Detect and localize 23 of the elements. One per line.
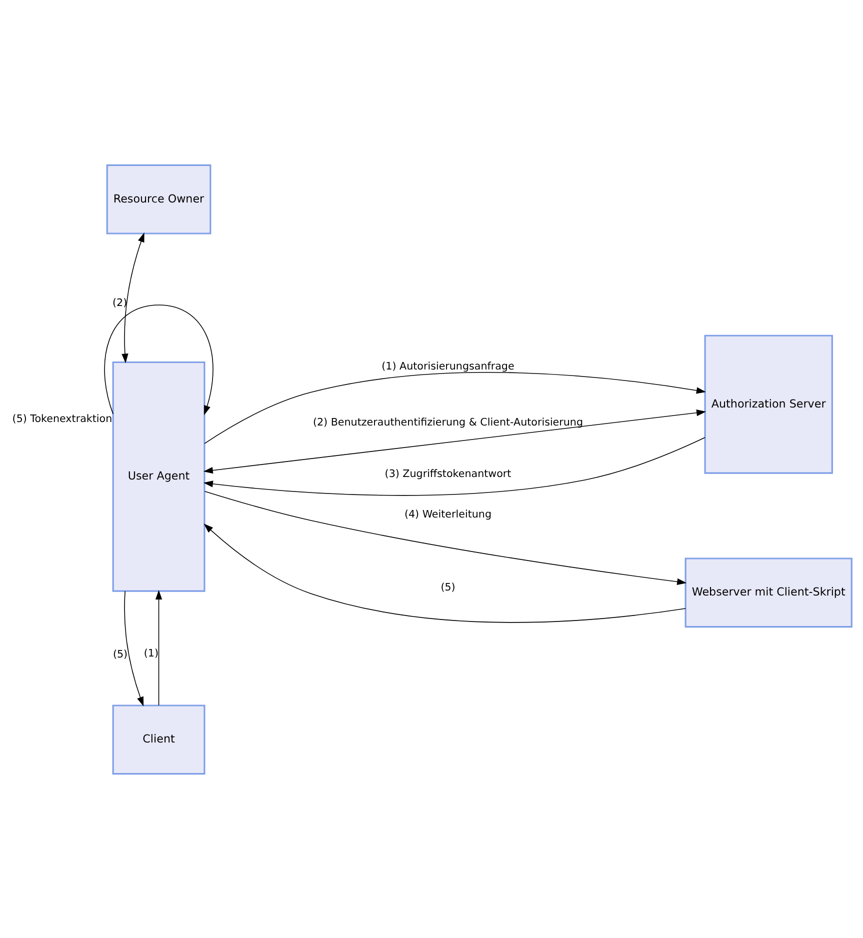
edge-label: (5): [440, 581, 456, 594]
arrow: [203, 409, 706, 474]
edge-label: (2) Benutzerauthentifizierung & Client-Autorisierung: [312, 416, 584, 428]
edge-label: (5): [112, 648, 128, 660]
arrow: [124, 590, 144, 706]
edge-label: (4) Weiterleitung: [404, 508, 492, 520]
arrow: [204, 372, 706, 444]
node-box: Resource Owner: [106, 164, 212, 234]
node-box: Authorization Server: [704, 334, 833, 474]
edge-label: (1): [144, 646, 159, 659]
edge-label: (2): [112, 296, 128, 309]
node-box: Client: [112, 704, 206, 774]
arrow: [204, 523, 686, 622]
edge-label: (3) Zugriffstokenantwort: [384, 467, 512, 480]
arrow: [122, 232, 144, 363]
arrow: [104, 304, 214, 415]
arrow: [204, 490, 687, 585]
node-box: User Agent: [112, 360, 206, 592]
edge-label: (1) Autorisierungsanfrage: [382, 360, 514, 372]
arrow: [155, 589, 162, 706]
edge-label: (5) Tokenextraktion: [12, 412, 112, 425]
node-box: Webserver mit Client-Skript: [684, 557, 852, 628]
arrow: [203, 436, 706, 496]
